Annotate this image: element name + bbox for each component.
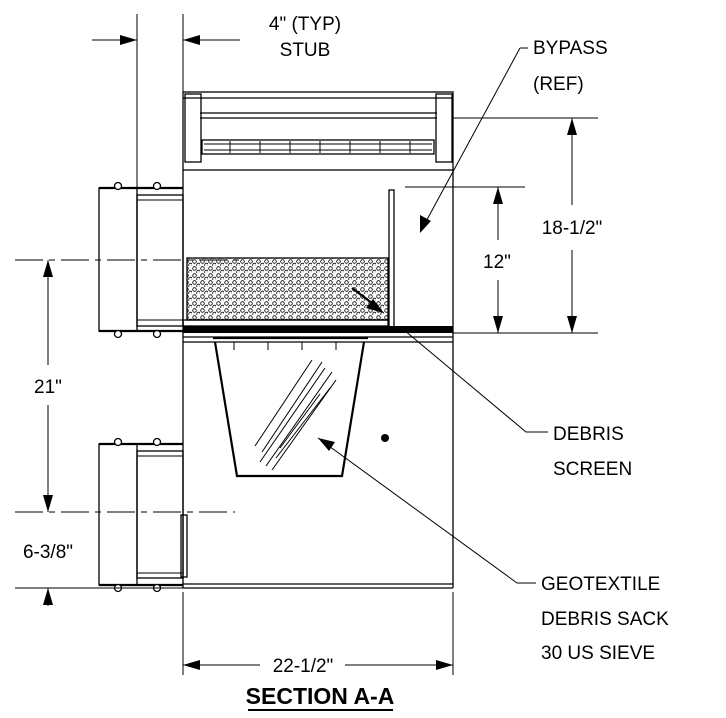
section-title: SECTION A-A bbox=[246, 683, 395, 709]
bypass-label-line2: (REF) bbox=[533, 74, 584, 95]
dimension-6-375-label: 6-3/8" bbox=[23, 542, 73, 563]
debris-screen-label-line1: DEBRIS bbox=[553, 424, 624, 445]
dimension-22-5 bbox=[182, 592, 454, 675]
geotextile-label-line3: 30 US SIEVE bbox=[541, 643, 655, 664]
lower-pipe bbox=[98, 437, 188, 593]
dimension-6-375 bbox=[15, 587, 183, 606]
stub-label-line2: STUB bbox=[280, 40, 331, 61]
dimension-21 bbox=[43, 260, 53, 512]
dimension-21-label: 21" bbox=[34, 377, 62, 398]
debris-screen-leader bbox=[351, 287, 548, 433]
debris-screen-label-line2: SCREEN bbox=[553, 459, 632, 480]
dimension-22-5-label: 22-1/2" bbox=[273, 656, 334, 677]
geotextile-label-line1: GEOTEXTILE bbox=[541, 574, 660, 595]
stub-dimension bbox=[92, 14, 240, 188]
dimension-18-5 bbox=[453, 117, 598, 334]
dimension-12 bbox=[405, 186, 525, 333]
geotextile-leader bbox=[317, 437, 536, 584]
bypass-label-line1: BYPASS bbox=[533, 38, 608, 59]
dimension-18-5-label: 18-1/2" bbox=[542, 218, 603, 239]
dimension-12-label: 12" bbox=[483, 252, 511, 273]
bypass-leader bbox=[420, 47, 528, 233]
drain-dot bbox=[381, 434, 389, 442]
bypass-plate bbox=[388, 189, 395, 331]
debris-screen bbox=[182, 257, 453, 343]
pipe-centerlines bbox=[15, 259, 245, 513]
geotextile-label-line2: DEBRIS SACK bbox=[541, 609, 669, 630]
stub-label-line1: 4" (TYP) bbox=[269, 14, 341, 35]
geotextile-sack bbox=[213, 336, 368, 478]
top-grate bbox=[182, 91, 454, 171]
